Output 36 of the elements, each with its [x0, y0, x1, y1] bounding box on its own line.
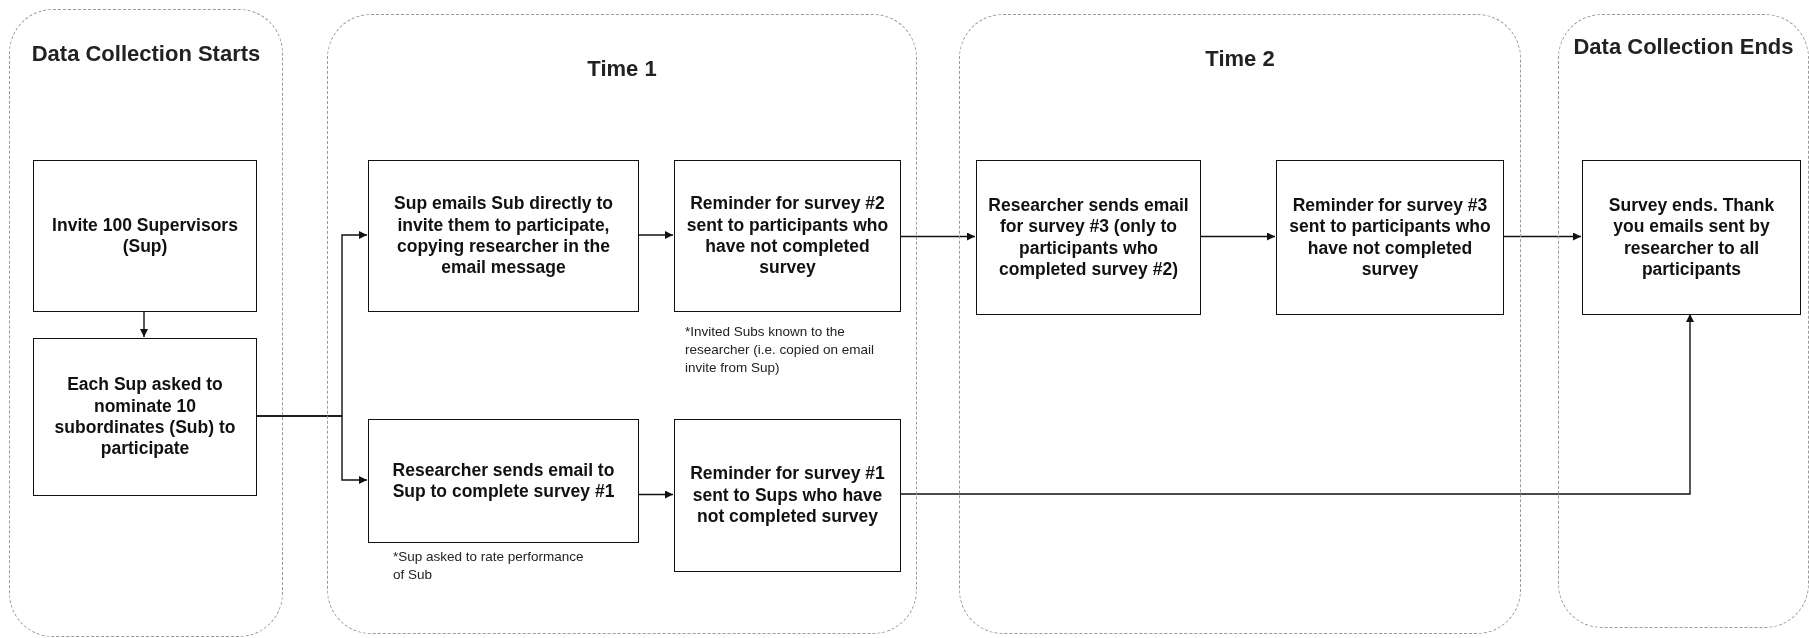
step-text: Researcher sends email to Sup to complete survey #1 [391, 459, 616, 503]
arrow [255, 415, 368, 484]
process-box [674, 160, 901, 312]
step-text: Each Sup asked to nominate 10 subordinates (Sub) to participate [53, 374, 237, 460]
process-box [33, 160, 257, 312]
process-box [976, 160, 1201, 315]
phase-lane [9, 9, 283, 637]
phase-lane [959, 14, 1521, 634]
step-text: Researcher sends email for survey #3 (only to participants who completed survey #2) [987, 194, 1190, 281]
step-text: Survey ends. Thank you emails sent by researcher to all participants [1607, 194, 1776, 281]
arrow [1502, 232, 1582, 241]
phase-lane [1558, 14, 1809, 628]
process-box [1582, 160, 1801, 315]
step-text: Reminder for survey #2 sent to participants who have not completed survey [685, 193, 890, 279]
phase-title: Time 1 [586, 55, 658, 83]
arrow [637, 231, 674, 239]
arrow [140, 310, 148, 338]
phase-title: Data Collection Starts [30, 40, 262, 68]
arrow [1199, 232, 1276, 241]
arrow [637, 490, 674, 499]
step-text: Sup emails Sub directly to invite them to participate, copying researcher in the email message [393, 193, 614, 279]
phase-lane [327, 14, 917, 634]
step-text: Invite 100 Supervisors (Sup) [51, 214, 239, 258]
phase-title: Time 2 [1204, 45, 1276, 73]
phase-title: Data Collection Ends [1572, 33, 1795, 61]
process-box [368, 160, 639, 312]
arrow [899, 232, 976, 241]
step-text: Reminder for survey #3 sent to participants who have not completed survey [1288, 194, 1492, 281]
process-box [33, 338, 257, 496]
process-box [1276, 160, 1504, 315]
step-text: Reminder for survey #1 sent to Sups who have not completed survey [689, 463, 886, 528]
process-box [674, 419, 901, 572]
footnote-text: *Sup asked to rate performance of Sub [393, 548, 585, 585]
footnote-text: *Invited Subs known to the researcher (i.e. copied on email invite from Sup) [685, 323, 876, 378]
arrow [899, 313, 1694, 495]
process-box [368, 419, 639, 543]
